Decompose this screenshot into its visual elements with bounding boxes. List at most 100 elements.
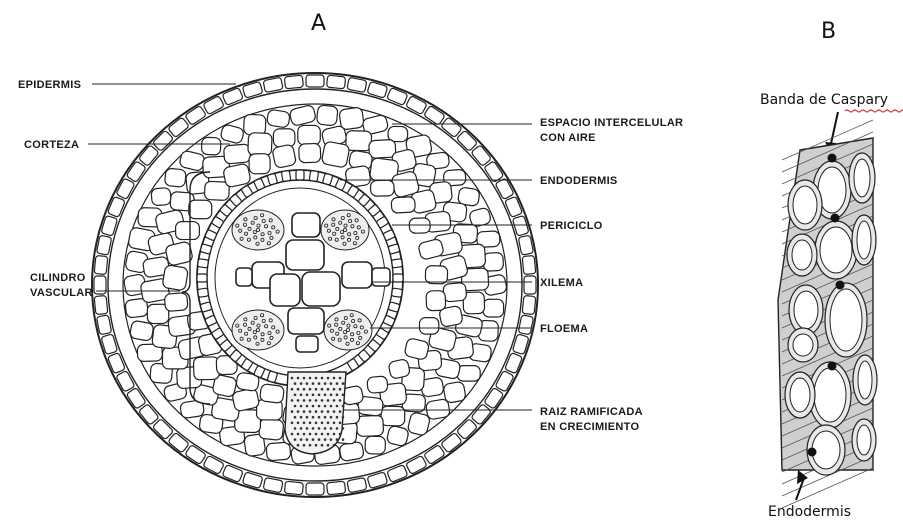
endodermal-cell-lumen (793, 334, 813, 356)
lateral-root-cell (327, 377, 330, 380)
lateral-root-cell (333, 422, 336, 425)
lateral-root-cell (291, 399, 294, 402)
lateral-root-cell (315, 444, 318, 447)
lateral-root-cell (339, 377, 342, 380)
cortex-cell (425, 266, 447, 284)
cortex-cell (201, 137, 221, 155)
lateral-root-cell (315, 422, 318, 425)
lateral-root-cell (300, 394, 303, 397)
cortex-cell (370, 180, 394, 196)
lateral-root-cell (315, 399, 318, 402)
lateral-root-cell (303, 399, 306, 402)
cortex-cell (273, 129, 295, 147)
caspary-strip-dot (828, 154, 837, 163)
cortex-cell (339, 107, 365, 130)
lateral-root-cell (321, 377, 324, 380)
cortex-cell (272, 144, 297, 169)
caspary-strip-dot (808, 448, 817, 457)
lateral-root-cell (309, 444, 312, 447)
caspary-strip-dot (831, 214, 840, 223)
lateral-root-cell (315, 433, 318, 436)
endodermal-cell-lumen (820, 227, 852, 273)
lateral-root-cell (330, 405, 333, 408)
lateral-root-cell (327, 433, 330, 436)
lateral-root-cell (324, 416, 327, 419)
lateral-root-cell (315, 388, 318, 391)
lateral-root-cell (303, 433, 306, 436)
cortex-cell (369, 139, 396, 158)
lateral-root-cell (297, 444, 300, 447)
cortex-cell (321, 141, 350, 168)
lateral-root-cell (333, 433, 336, 436)
root-cross-section (92, 73, 538, 497)
lateral-root-cell (297, 422, 300, 425)
cortex-cell (365, 436, 386, 454)
cortex-cell (356, 415, 383, 436)
lateral-root-cell (300, 405, 303, 408)
lateral-root-cell (327, 388, 330, 391)
lateral-root-cell (342, 382, 345, 385)
lateral-root-cell (336, 427, 339, 430)
lateral-root-cell (294, 416, 297, 419)
phloem-patch-tl (232, 210, 284, 250)
lateral-root-cell (306, 438, 309, 441)
lateral-root-cell (309, 399, 312, 402)
lateral-root-cell (339, 388, 342, 391)
lateral-root-cell (291, 388, 294, 391)
label-endodermis: ENDODERMIS (540, 175, 618, 187)
xylem-vessel (270, 274, 300, 306)
lateral-root-cell (303, 410, 306, 413)
lateral-root-cell (312, 394, 315, 397)
lateral-root-cell (330, 394, 333, 397)
lateral-root-cell (291, 377, 294, 380)
lateral-root-cell (318, 427, 321, 430)
lateral-root-cell (300, 416, 303, 419)
stele-ring-cell (197, 288, 208, 297)
cortex-cell (248, 133, 272, 156)
cortex-cell (223, 144, 250, 164)
label-corteza: CORTEZA (24, 139, 79, 151)
label-espacio-1: ESPACIO INTERCELULAR (540, 117, 683, 129)
stele-ring-cell (391, 259, 402, 268)
lateral-root-cell (342, 405, 345, 408)
epidermis-cell (306, 483, 324, 495)
endodermal-cell-lumen (854, 159, 870, 197)
endodermal-cell-lumen (812, 431, 840, 469)
cortex-cell (164, 293, 188, 312)
lateral-root-cell (336, 416, 339, 419)
lateral-root-cell (333, 377, 336, 380)
cortex-cell (193, 357, 219, 380)
lateral-root-cell (342, 394, 345, 397)
lateral-root-cell (333, 410, 336, 413)
stele-ring-cell (391, 288, 402, 297)
xylem-vessel (236, 268, 252, 286)
cortex-cell (425, 399, 450, 420)
cortex-cell (443, 282, 467, 302)
stele-ring-cell (296, 170, 304, 180)
lateral-root-cell (327, 399, 330, 402)
cortex-cell (409, 218, 430, 234)
cortex-cell (260, 384, 285, 404)
lateral-root-cell (312, 427, 315, 430)
cortex-cell (457, 366, 480, 382)
lateral-root-cell (342, 427, 345, 430)
stele-ring-cell (393, 274, 403, 282)
lateral-root-cell (294, 394, 297, 397)
panel-b-detail: Banda de Caspary Endodermis (760, 92, 903, 520)
lateral-root-cell (309, 433, 312, 436)
label-epidermis: EPIDERMIS (18, 79, 81, 91)
cortex-cell (249, 154, 270, 174)
epidermis-cell (94, 255, 108, 274)
lateral-root-cell (315, 377, 318, 380)
phloem-patch-bl (232, 310, 284, 350)
cortex-cell (346, 131, 372, 151)
lateral-root-cell (294, 438, 297, 441)
cortex-cell (164, 168, 186, 187)
lateral-root-cell (336, 405, 339, 408)
label-cilindro-2: VASCULAR (30, 287, 93, 299)
lateral-root-cell (306, 382, 309, 385)
caspary-spellcheck-squiggle (845, 110, 903, 112)
cortex-cell (316, 105, 338, 126)
endodermal-cell-lumen (858, 361, 872, 399)
lateral-root-cell (327, 444, 330, 447)
